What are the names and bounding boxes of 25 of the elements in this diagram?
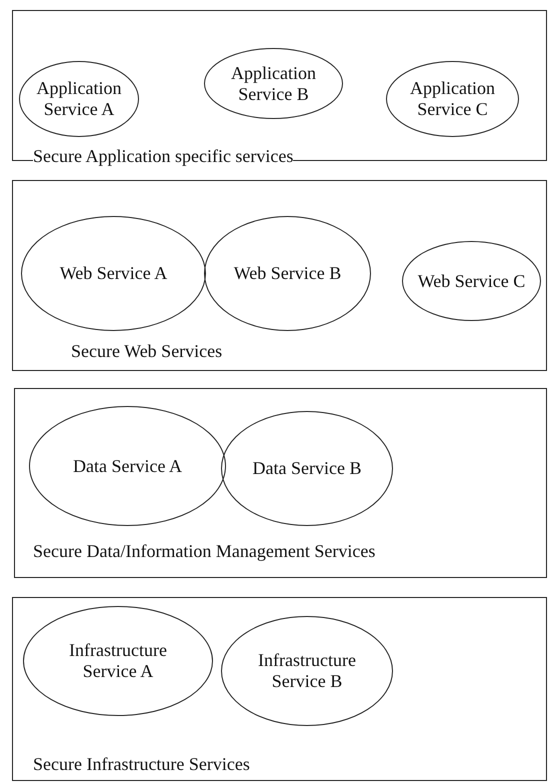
service-ellipse xyxy=(19,61,139,137)
service-label: Application Service B xyxy=(230,62,317,104)
service-ellipse xyxy=(221,616,393,726)
service-label: Application Service C xyxy=(409,78,496,120)
service-label: Web Service C xyxy=(418,270,526,292)
service-label: Data Service B xyxy=(252,458,362,479)
service-ellipse xyxy=(29,406,226,526)
service-label: Data Service A xyxy=(73,456,182,476)
service-ellipse xyxy=(402,241,541,321)
service-ellipse xyxy=(204,216,371,331)
layer-title: Secure Data/Information Management Services xyxy=(33,541,376,562)
service-ellipse xyxy=(386,61,519,137)
service-label: Application Service A xyxy=(36,78,122,120)
service-ellipse xyxy=(221,411,393,526)
service-layer-panel xyxy=(14,388,547,578)
service-layer-panel xyxy=(12,597,547,781)
service-ellipse xyxy=(21,216,206,331)
service-label: Infrastructure Service B xyxy=(257,650,357,692)
service-ellipse xyxy=(204,48,343,119)
service-label: Infrastructure Service A xyxy=(68,640,168,682)
service-layer-panel xyxy=(12,180,547,371)
service-ellipse xyxy=(23,606,213,716)
service-label: Web Service B xyxy=(234,263,342,284)
service-label: Web Service A xyxy=(60,263,168,284)
layer-title: Secure Application specific services xyxy=(33,146,294,167)
